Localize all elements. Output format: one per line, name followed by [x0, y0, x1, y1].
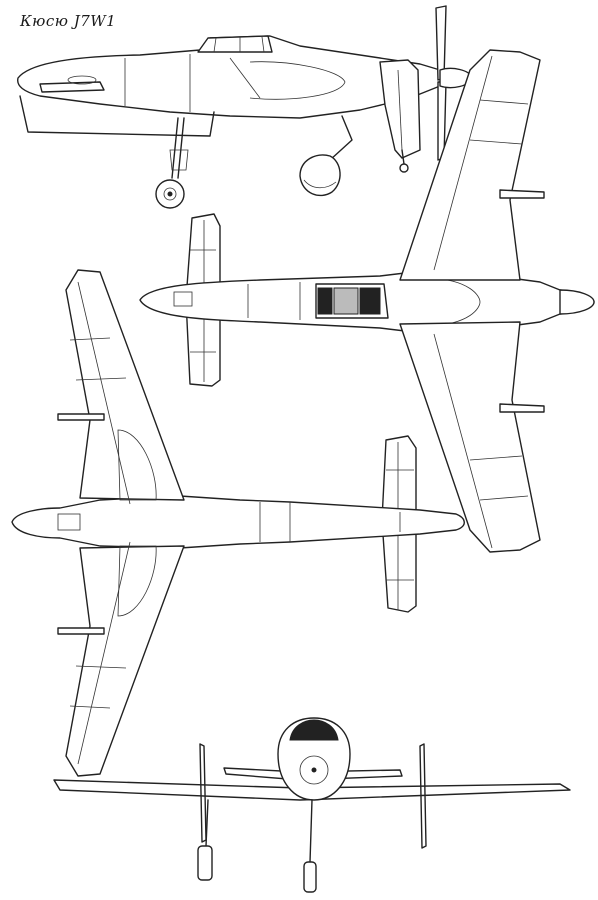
side-view: [17, 5, 473, 209]
top-view: [139, 49, 595, 553]
front-view: [53, 717, 571, 893]
drawing-title: Кюсю J7W1: [20, 12, 117, 30]
bottom-view: [11, 269, 465, 777]
